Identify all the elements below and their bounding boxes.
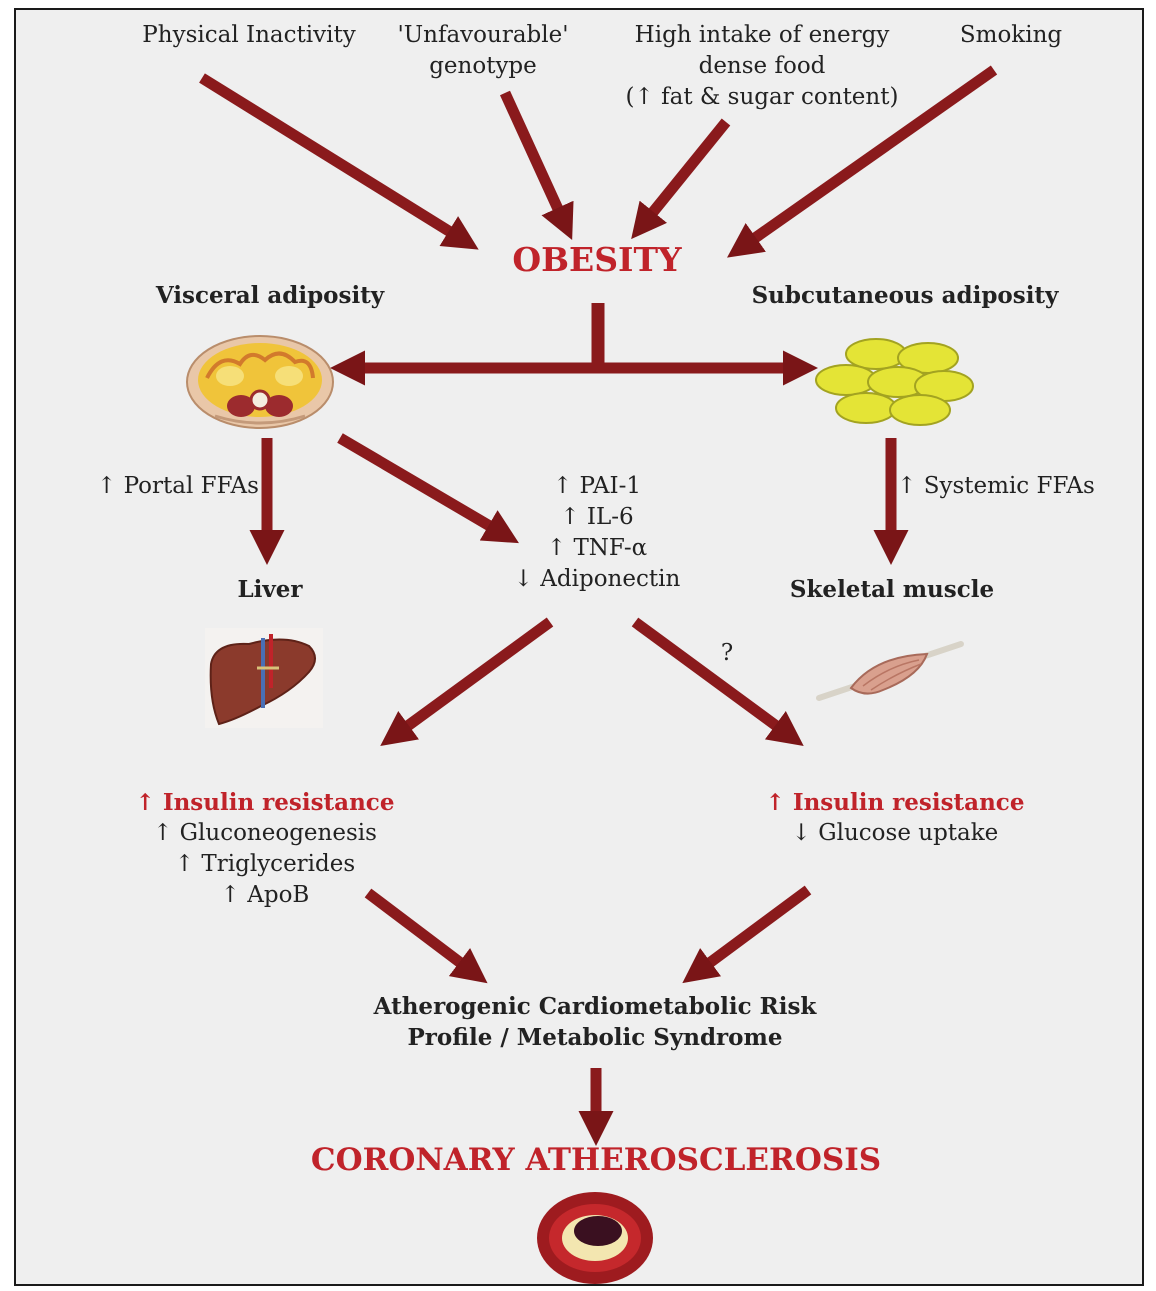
label-risk-profile: Atherogenic Cardiometabolic Risk Profile… [374, 991, 817, 1053]
muscle-insulin-resistance: ↑ Insulin resistance [766, 787, 1025, 818]
label-question-mark: ? [721, 638, 733, 669]
arrow-genotype-obesity [505, 93, 563, 220]
liver-insulin-resistance: ↑ Insulin resistance [136, 787, 395, 818]
label-genotype: 'Unfavourable' genotype [397, 20, 568, 82]
liver-effects: ↑ Insulin resistance ↑ Gluconeogenesis ↑… [136, 787, 395, 911]
arrow-adipokines-liver-effects [398, 622, 550, 733]
arrow-inactivity-obesity [202, 78, 460, 238]
label-smoking: Smoking [960, 20, 1062, 51]
muscle-icon [815, 632, 965, 712]
label-physical-inactivity: Physical Inactivity [142, 20, 355, 51]
label-energy-food: High intake of energy dense food (↑ fat … [626, 20, 899, 113]
artery-icon [535, 1184, 655, 1284]
label-coronary-atherosclerosis: CORONARY ATHEROSCLEROSIS [311, 1140, 881, 1180]
label-obesity: OBESITY [512, 240, 681, 280]
label-visceral-adiposity: Visceral adiposity [156, 280, 384, 311]
arrow-adipokines-muscle-effects [635, 622, 786, 733]
arrow-food-obesity [645, 122, 726, 222]
label-skeletal-muscle: Skeletal muscle [790, 574, 994, 605]
label-portal-ffas: ↑ Portal FFAs [97, 471, 259, 502]
fat-cells-icon [810, 336, 975, 428]
label-systemic-ffas: ↑ Systemic FFAs [897, 471, 1095, 502]
liver-icon [205, 628, 323, 728]
arrow-visceral-adipokines [340, 438, 500, 532]
visceral-fat-icon [185, 330, 335, 430]
label-liver: Liver [237, 574, 302, 605]
muscle-effects: ↑ Insulin resistance ↓ Glucose uptake [766, 787, 1025, 849]
label-adipokines: ↑ PAI-1 ↑ IL-6 ↑ TNF-α ↓ Adiponectin [514, 471, 681, 595]
label-subcutaneous-adiposity: Subcutaneous adiposity [752, 280, 1059, 311]
arrow-muscle-effects-risk [700, 890, 808, 970]
